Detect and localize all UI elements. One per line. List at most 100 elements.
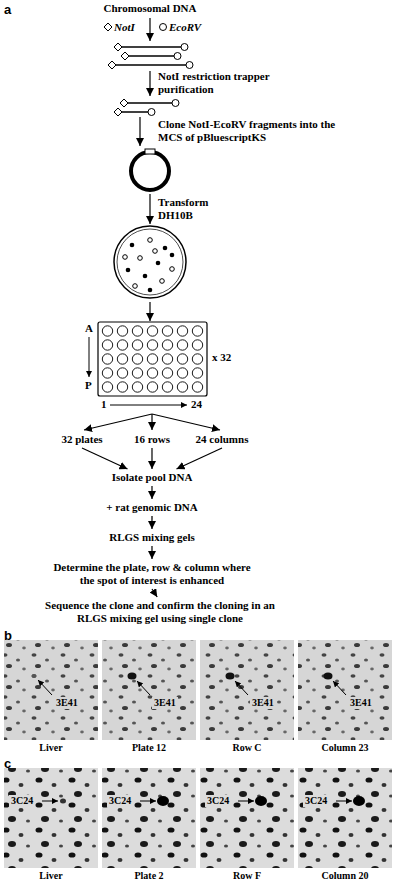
step-text: 16 rows	[134, 433, 170, 446]
gel-spot	[255, 796, 267, 806]
ecorv-symbol	[172, 100, 179, 107]
step-box: Determine the plate, row & column where …	[47, 560, 257, 588]
step-box: 24 columns	[193, 432, 252, 447]
colony	[138, 256, 143, 261]
leader-arrow	[38, 680, 52, 695]
gel-caption: Plate 2	[102, 870, 196, 882]
spot-label: 3C24	[303, 795, 329, 807]
gel-spot	[226, 673, 235, 680]
colony	[170, 267, 175, 272]
gel-spot	[32, 674, 37, 678]
flow-arrow	[152, 589, 157, 597]
colony	[143, 274, 148, 279]
leader-arrow	[235, 681, 248, 695]
gel-ground	[102, 768, 196, 868]
leader-arrow	[238, 801, 254, 802]
gel-caption: Plate 12	[102, 742, 196, 754]
step-note: Clone NotI-EcoRV fragments into the MCS …	[158, 118, 338, 144]
leader-arrow	[42, 801, 58, 802]
gel-ground	[298, 640, 392, 740]
enzyme-name: EcoRV	[169, 21, 201, 34]
flow-arrow	[149, 194, 150, 224]
gel-spots	[200, 768, 294, 868]
flow-arrow	[149, 71, 150, 96]
step-text: Sequence the clone and confirm the cloni…	[35, 599, 285, 625]
flow-arrow	[151, 516, 152, 529]
panel-letter: a	[4, 2, 11, 17]
gel-ground	[298, 768, 392, 868]
gel-image: 3C24Row F	[200, 768, 294, 868]
step-box: Isolate pool DNA	[109, 470, 196, 485]
gel-caption: Column 23	[298, 742, 392, 754]
ecorv-symbol	[160, 24, 167, 31]
flow-arrow	[82, 448, 127, 469]
step-box: 32 plates	[58, 432, 105, 447]
gel-spots	[4, 640, 98, 740]
colony	[160, 279, 165, 284]
gel-image: 3E41Column 23	[298, 640, 392, 740]
flow-arrow	[149, 18, 150, 41]
leader-arrow	[336, 801, 352, 802]
flow-arrow	[176, 448, 222, 469]
step-title: Chromosomal DNA	[104, 2, 197, 15]
spot-label: 3C24	[107, 795, 133, 807]
step-text: RLGS mixing gels	[109, 531, 195, 544]
gel-spots	[298, 768, 392, 868]
plasmid-insert	[145, 149, 155, 154]
gel-spot	[60, 799, 66, 804]
step-box: RLGS mixing gels	[106, 530, 198, 545]
column-arrow	[110, 405, 187, 406]
gel-image: 3C24Plate 2	[102, 768, 196, 868]
colony	[133, 284, 138, 289]
plate-wells	[100, 324, 205, 394]
gel-image: 3E41Liver	[4, 640, 98, 740]
noti-symbol	[121, 52, 129, 60]
gel-image: 3C24Liver	[4, 768, 98, 868]
gel-caption: Liver	[4, 742, 98, 754]
gel-image: 3C24Column 20	[298, 768, 392, 868]
colony	[148, 288, 153, 293]
flow-arrow	[149, 302, 150, 321]
noti-symbol	[120, 99, 128, 107]
panel-letter: c	[4, 756, 11, 771]
leader-arrow	[137, 681, 150, 695]
colony	[153, 249, 158, 254]
gel-ground	[4, 640, 98, 740]
gel-spots	[4, 768, 98, 868]
dna-fragment	[122, 111, 148, 113]
ecorv-symbol	[181, 44, 188, 51]
gel-ground	[102, 640, 196, 740]
step-text: + rat genomic DNA	[106, 501, 198, 514]
step-note: NotI restriction trapper purification	[158, 70, 270, 96]
enzyme-name: NotI	[114, 21, 135, 34]
flow-arrow	[151, 546, 152, 559]
gel-spots	[200, 640, 294, 740]
gel-image: 3E41Row C	[200, 640, 294, 740]
leader-arrow	[333, 681, 346, 695]
flow-arrow	[151, 486, 152, 499]
row-arrow	[89, 337, 90, 377]
gel-ground	[4, 768, 98, 868]
gel-ground	[200, 768, 294, 868]
gel-caption: Row F	[200, 870, 294, 882]
gel-spot	[353, 796, 365, 806]
gel-spots	[102, 640, 196, 740]
step-text: 32 plates	[61, 433, 102, 446]
colony	[163, 246, 168, 251]
gel-spot	[128, 673, 137, 680]
spot-label: 3E41	[152, 697, 178, 709]
dna-fragment	[116, 64, 186, 66]
noti-symbol	[104, 23, 112, 31]
gel-caption: Column 20	[298, 870, 392, 882]
gel-image: 3E41Plate 12	[102, 640, 196, 740]
gel-spot	[157, 796, 169, 806]
spot-label: 3E41	[348, 697, 374, 709]
ecorv-symbol	[186, 62, 193, 69]
colony	[156, 261, 161, 266]
spot-label: 3E41	[54, 697, 80, 709]
colony	[130, 243, 135, 248]
row-mark: A	[85, 322, 93, 335]
gel-spots	[298, 640, 392, 740]
spot-label: 3C24	[205, 795, 231, 807]
